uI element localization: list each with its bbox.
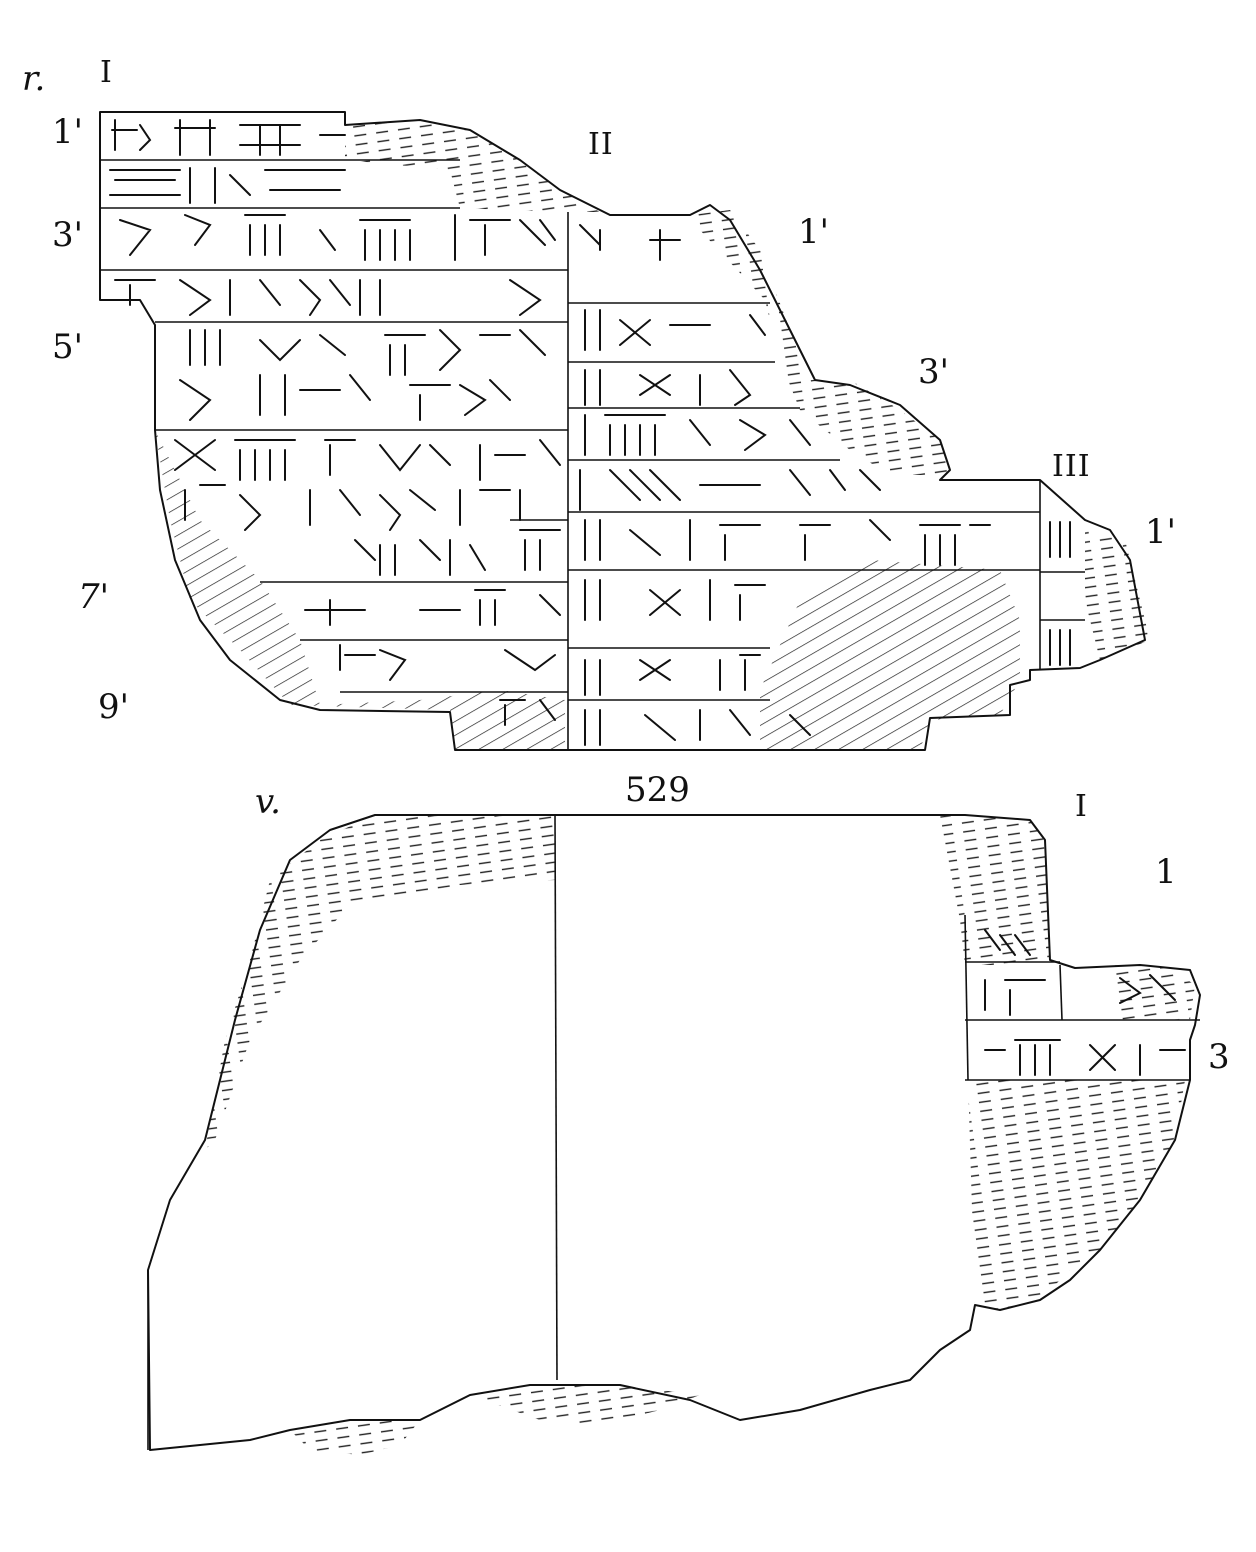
reverse-side-label: v. — [255, 782, 281, 822]
reverse-col-I-line-3: 3 — [1208, 1037, 1230, 1077]
obverse-side-label: r. — [22, 59, 46, 99]
reverse-damage-bottom — [290, 1385, 700, 1455]
reverse-damage-top-left — [205, 815, 555, 1150]
cuneiform-signs-reverse — [984, 929, 1186, 1076]
obverse-fragment — [99, 111, 1150, 751]
obverse-col-I-line-9: 9' — [98, 687, 129, 727]
reverse-damage-right — [968, 1080, 1185, 1310]
obverse-col-II-line-3: 3' — [918, 352, 949, 392]
obverse-outline — [99, 111, 1146, 751]
tablet-number: 529 — [625, 770, 690, 810]
obverse-damage-lower-left — [155, 430, 565, 750]
reverse-outline — [147, 814, 1201, 1451]
reverse-damage-top-right — [940, 815, 1050, 965]
obverse-column-I-label: I — [100, 55, 113, 90]
reverse-column-I-label: I — [1075, 789, 1088, 824]
obverse-damage-col3 — [1085, 530, 1150, 660]
reverse-col-I-line-1: 1 — [1155, 852, 1177, 892]
obverse-col-I-line-5: 5' — [52, 327, 83, 367]
obverse-damage-top — [345, 120, 600, 212]
obverse-col-I-line-3: 3' — [52, 215, 83, 255]
reverse-fragment — [147, 814, 1201, 1455]
obverse-col-II-line-1: 1' — [798, 212, 829, 252]
obverse-col-I-line-1: 1' — [52, 112, 83, 152]
obverse-column-III-label: III — [1052, 449, 1091, 484]
cuneiform-signs-obverse — [109, 119, 1071, 746]
obverse-col-III-line-1: 1' — [1145, 512, 1176, 552]
obverse-column-II-label: II — [588, 127, 614, 162]
obverse-damage-col2 — [690, 210, 950, 475]
reverse-damage-small — [1110, 965, 1195, 1020]
obverse-damage-lower-right — [760, 560, 1020, 750]
obverse-col-I-line-7: 7' — [78, 577, 109, 617]
